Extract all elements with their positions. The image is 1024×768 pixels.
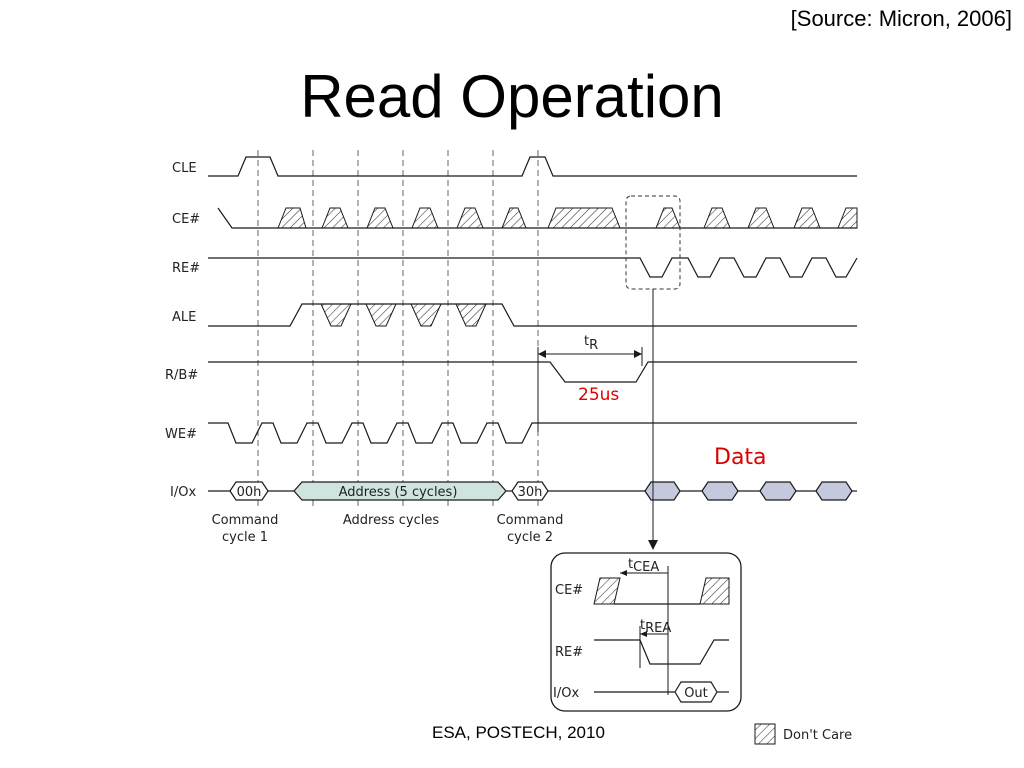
trea-label: tREA: [640, 618, 671, 636]
phase-command2-line1: Command: [497, 513, 564, 528]
inset-re-label: RE#: [555, 645, 583, 660]
source-citation: [Source: Micron, 2006]: [790, 6, 1012, 31]
phase-address: Address cycles: [343, 513, 440, 528]
tr-value-annotation: 25us: [578, 385, 619, 405]
signal-label-cle: CLE: [172, 161, 197, 176]
signal-label-ce: CE#: [172, 212, 200, 227]
footer-credit: ESA, POSTECH, 2010: [432, 723, 605, 742]
cle-waveform: [208, 156, 857, 177]
inset-pointer-arrow: [648, 289, 658, 550]
ale-waveform: [208, 303, 857, 327]
slide-title: Read Operation: [300, 63, 724, 130]
ce-dont-care-regions: [277, 207, 858, 229]
signal-label-rb: R/B#: [165, 368, 198, 383]
tcea-label: tCEA: [628, 557, 659, 575]
we-waveform: [208, 422, 857, 444]
phase-command1-line2: cycle 1: [222, 530, 268, 545]
guide-lines: [257, 150, 539, 508]
inset-io-label: I/Ox: [553, 686, 579, 701]
legend-dont-care-label: Don't Care: [783, 728, 852, 743]
dont-care-legend: Don't Care: [754, 723, 852, 745]
io-bus: [208, 481, 857, 501]
tr-label: tR: [584, 334, 598, 353]
inset-out-label: Out: [684, 686, 708, 701]
signal-label-ale: ALE: [172, 310, 196, 325]
bus-address-label: Address (5 cycles): [339, 485, 458, 500]
inset-detail: CE# RE# I/Ox tCEA tREA Out: [550, 552, 742, 712]
signal-label-re: RE#: [172, 261, 200, 276]
bus-cmd1-label: 00h: [237, 485, 262, 500]
signal-label-io: I/Ox: [170, 485, 196, 500]
inset-ce-label: CE#: [555, 583, 583, 598]
tr-timing-arrow: [537, 347, 643, 432]
phase-command2-line2: cycle 2: [507, 530, 553, 545]
bus-cmd2-label: 30h: [518, 485, 543, 500]
rb-waveform: [208, 361, 857, 383]
ale-dont-care-regions: [320, 303, 487, 327]
signal-label-we: WE#: [165, 427, 197, 442]
phase-command1-line1: Command: [212, 513, 279, 528]
ce-waveform: [217, 207, 857, 229]
re-waveform: [208, 257, 858, 278]
data-annotation: Data: [714, 445, 767, 470]
